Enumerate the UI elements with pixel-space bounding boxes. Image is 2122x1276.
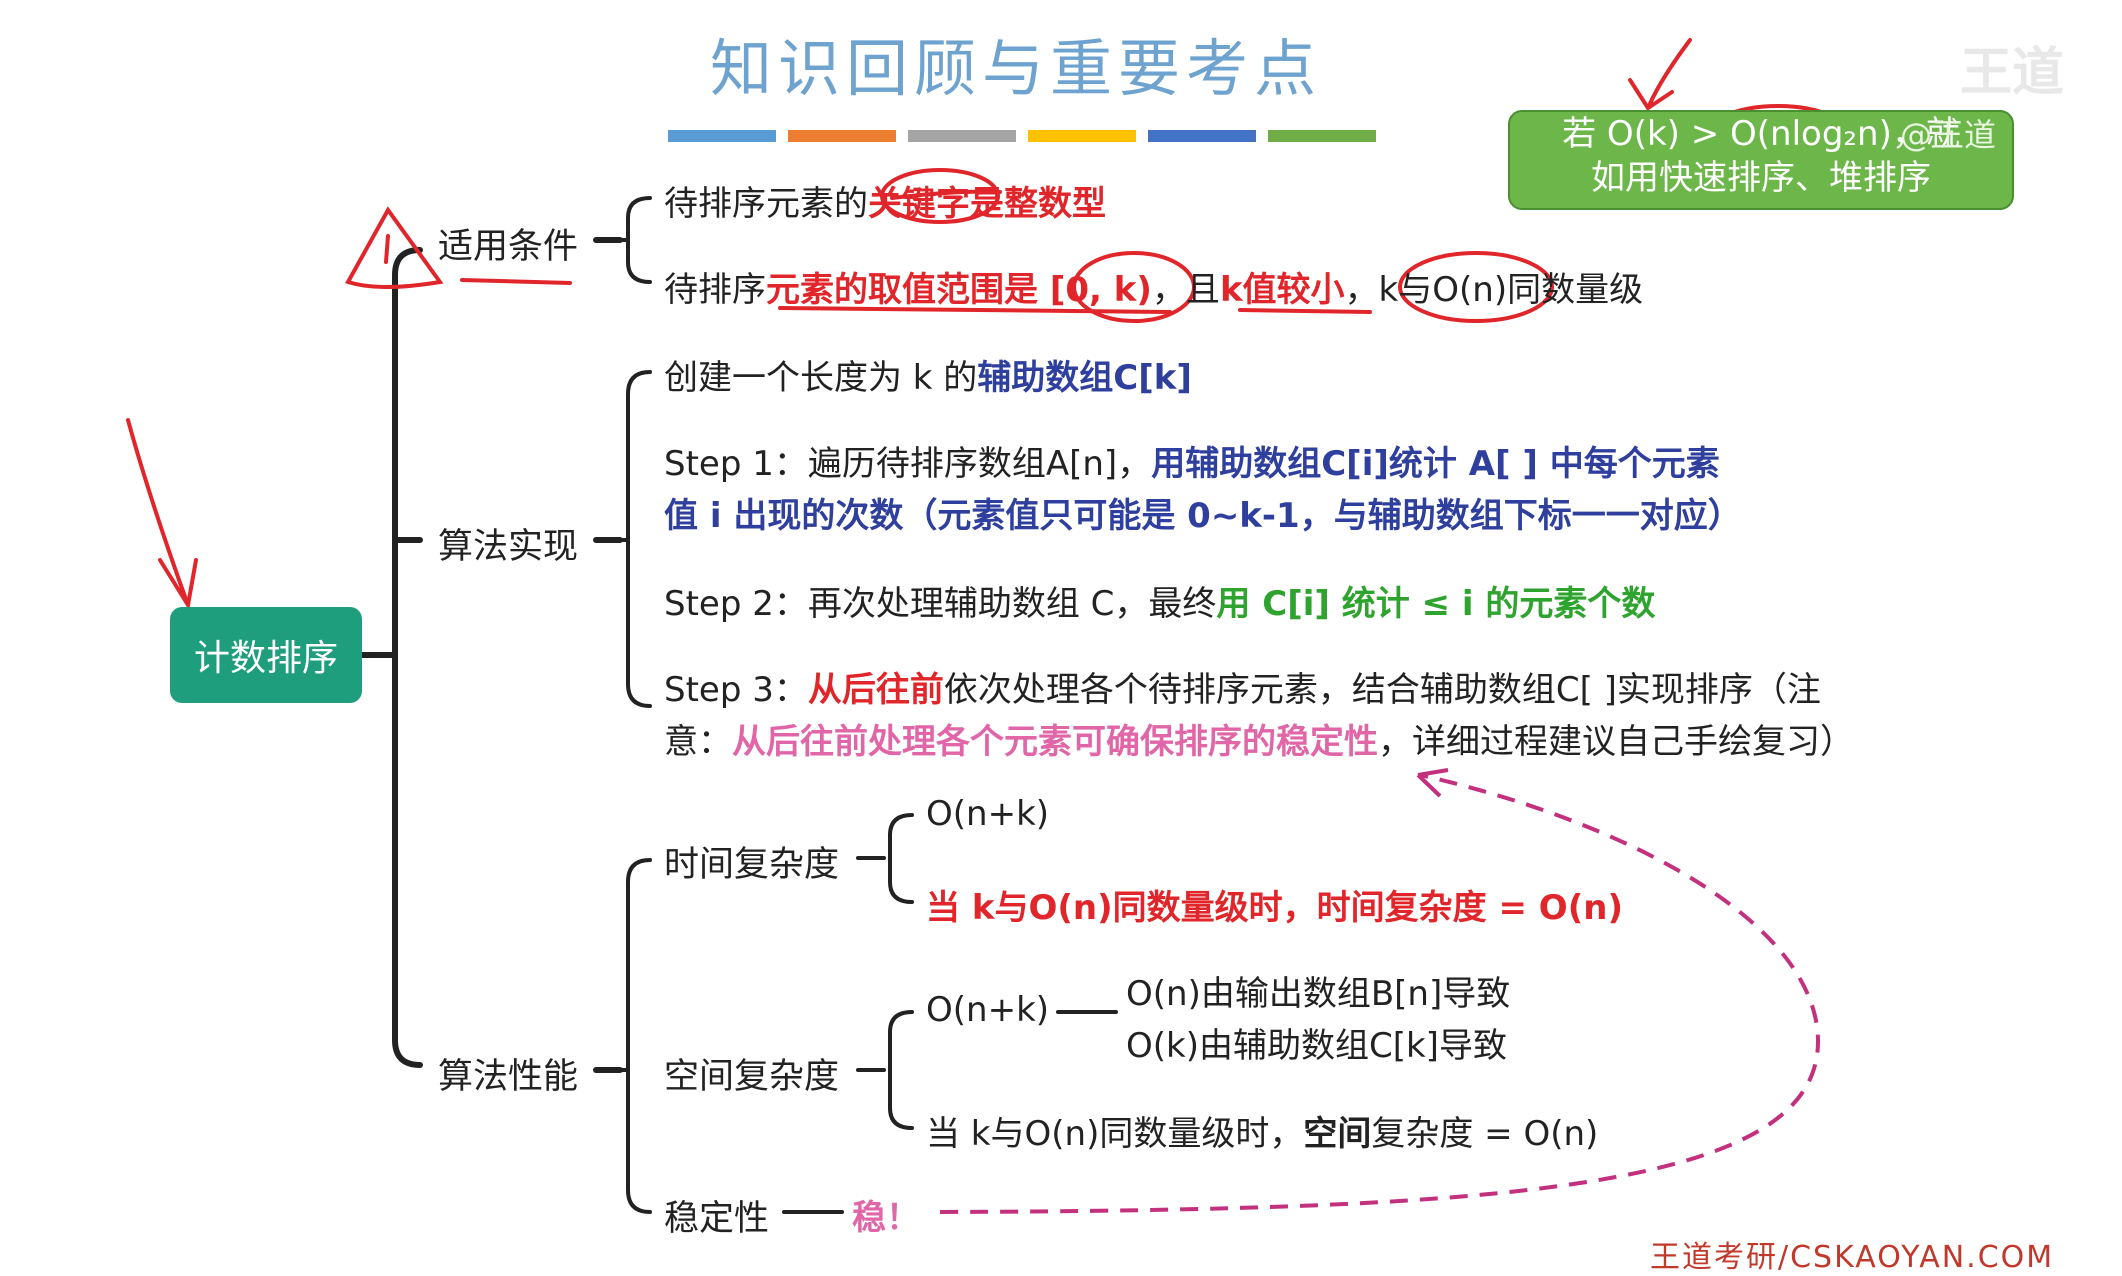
condition-2-text-c: ，且 — [1151, 270, 1220, 310]
space-special-bold: 空间 — [1303, 1114, 1372, 1154]
time-complexity-special: 当 k与O(n)同数量级时，时间复杂度 = O(n) — [926, 888, 1623, 928]
algo-create-text: 创建一个长度为 k 的 — [664, 358, 978, 398]
label-time-complexity: 时间复杂度 — [664, 845, 840, 885]
callout-line-1: 若 O(k) > O(nlog₂n)，就 — [1562, 114, 1960, 154]
page-title: 知识回顾与重要考点 — [710, 32, 1323, 105]
step3-note-prefix: 意： — [664, 722, 732, 762]
condition-2-text-e: ，k与O(n)同数量级 — [1344, 270, 1644, 310]
title-color-bar-1 — [668, 130, 776, 142]
step2-highlight: 用 C[i] 统计 ≤ i 的元素个数 — [1216, 584, 1656, 624]
title-color-bar-5 — [1148, 130, 1256, 142]
space-special-text-a: 当 k与O(n)同数量级时， — [926, 1114, 1304, 1154]
space-complexity-special: 当 k与O(n)同数量级时，空间复杂度 = O(n) — [926, 1106, 1598, 1155]
watermark: 王道 — [1960, 43, 2065, 103]
callout-watermark-overlay: @王道 — [1900, 116, 1997, 154]
step3-back-to-front: 从后往前 — [807, 670, 944, 710]
step1-text: Step 1：遍历待排序数组A[n]， — [664, 444, 1152, 484]
algo-create-highlight: 辅助数组C[k] — [977, 358, 1192, 398]
title-color-bar-6 — [1268, 130, 1376, 142]
title-color-bar-3 — [908, 130, 1016, 142]
callout-box: 若 O(k) > O(nlog₂n)，就 如用快速排序、堆排序 — [1508, 110, 2014, 210]
root-node: 计数排序 — [170, 607, 362, 703]
step3-suffix: ，详细过程建议自己手绘复习） — [1378, 722, 1854, 762]
condition-2-text-a: 待排序 — [664, 270, 766, 310]
algo-step1-line2: 值 i 出现的次数（元素值只可能是 0~k-1，与辅助数组下标一一对应） — [664, 496, 1742, 536]
callout-line-2: 如用快速排序、堆排序 — [1591, 158, 1931, 198]
step3-text: 依次处理各个待排序元素，结合辅助数组C[ ]实现排序（注 — [943, 670, 1821, 710]
step3-prefix: Step 3： — [664, 670, 808, 710]
space-cause-output: O(n)由输出数组B[n]导致 — [1126, 974, 1511, 1014]
footer-brand: 王道考研/CSKAOYAN.COM — [1650, 1240, 2055, 1275]
stability-value: 稳！ — [852, 1198, 920, 1238]
condition-2-k-small: k值较小 — [1219, 270, 1345, 310]
step2-text: Step 2：再次处理辅助数组 C，最终 — [664, 584, 1217, 624]
algo-step3-line1: Step 3：从后往前依次处理各个待排序元素，结合辅助数组C[ ]实现排序（注 — [664, 662, 1821, 711]
label-stability: 稳定性 — [664, 1199, 770, 1239]
label-performance: 算法性能 — [438, 1057, 579, 1097]
condition-line-1: 待排序元素的关键字是整数型 — [664, 176, 1106, 225]
label-algorithm: 算法实现 — [438, 527, 579, 567]
space-complexity-general: O(n+k) — [926, 990, 1050, 1030]
condition-line-2: 待排序元素的取值范围是 [0, k)，且k值较小，k与O(n)同数量级 — [664, 262, 1643, 311]
algo-create: 创建一个长度为 k 的辅助数组C[k] — [664, 350, 1192, 399]
label-space-complexity: 空间复杂度 — [664, 1057, 840, 1097]
space-special-text-c: 复杂度 = O(n) — [1371, 1114, 1599, 1154]
condition-1-highlight: 关键字是整数型 — [868, 184, 1106, 224]
space-cause-aux: O(k)由辅助数组C[k]导致 — [1126, 1026, 1507, 1066]
condition-2-range: 元素的取值范围是 [0, k) — [766, 270, 1152, 310]
step3-stability-note: 从后往前处理各个元素可确保排序的稳定性 — [732, 722, 1378, 762]
title-color-bar-2 — [788, 130, 896, 142]
algo-step1-line1: Step 1：遍历待排序数组A[n]，用辅助数组C[i]统计 A[ ] 中每个元… — [664, 436, 1720, 485]
title-color-bar-4 — [1028, 130, 1136, 142]
algo-step3-line2: 意：从后往前处理各个元素可确保排序的稳定性，详细过程建议自己手绘复习） — [664, 714, 1854, 763]
algo-step2: Step 2：再次处理辅助数组 C，最终用 C[i] 统计 ≤ i 的元素个数 — [664, 576, 1655, 625]
condition-1-text: 待排序元素的 — [664, 184, 868, 224]
time-complexity-general: O(n+k) — [926, 794, 1050, 834]
label-conditions: 适用条件 — [438, 227, 579, 267]
step1-highlight: 用辅助数组C[i]统计 A[ ] 中每个元素 — [1151, 444, 1720, 484]
